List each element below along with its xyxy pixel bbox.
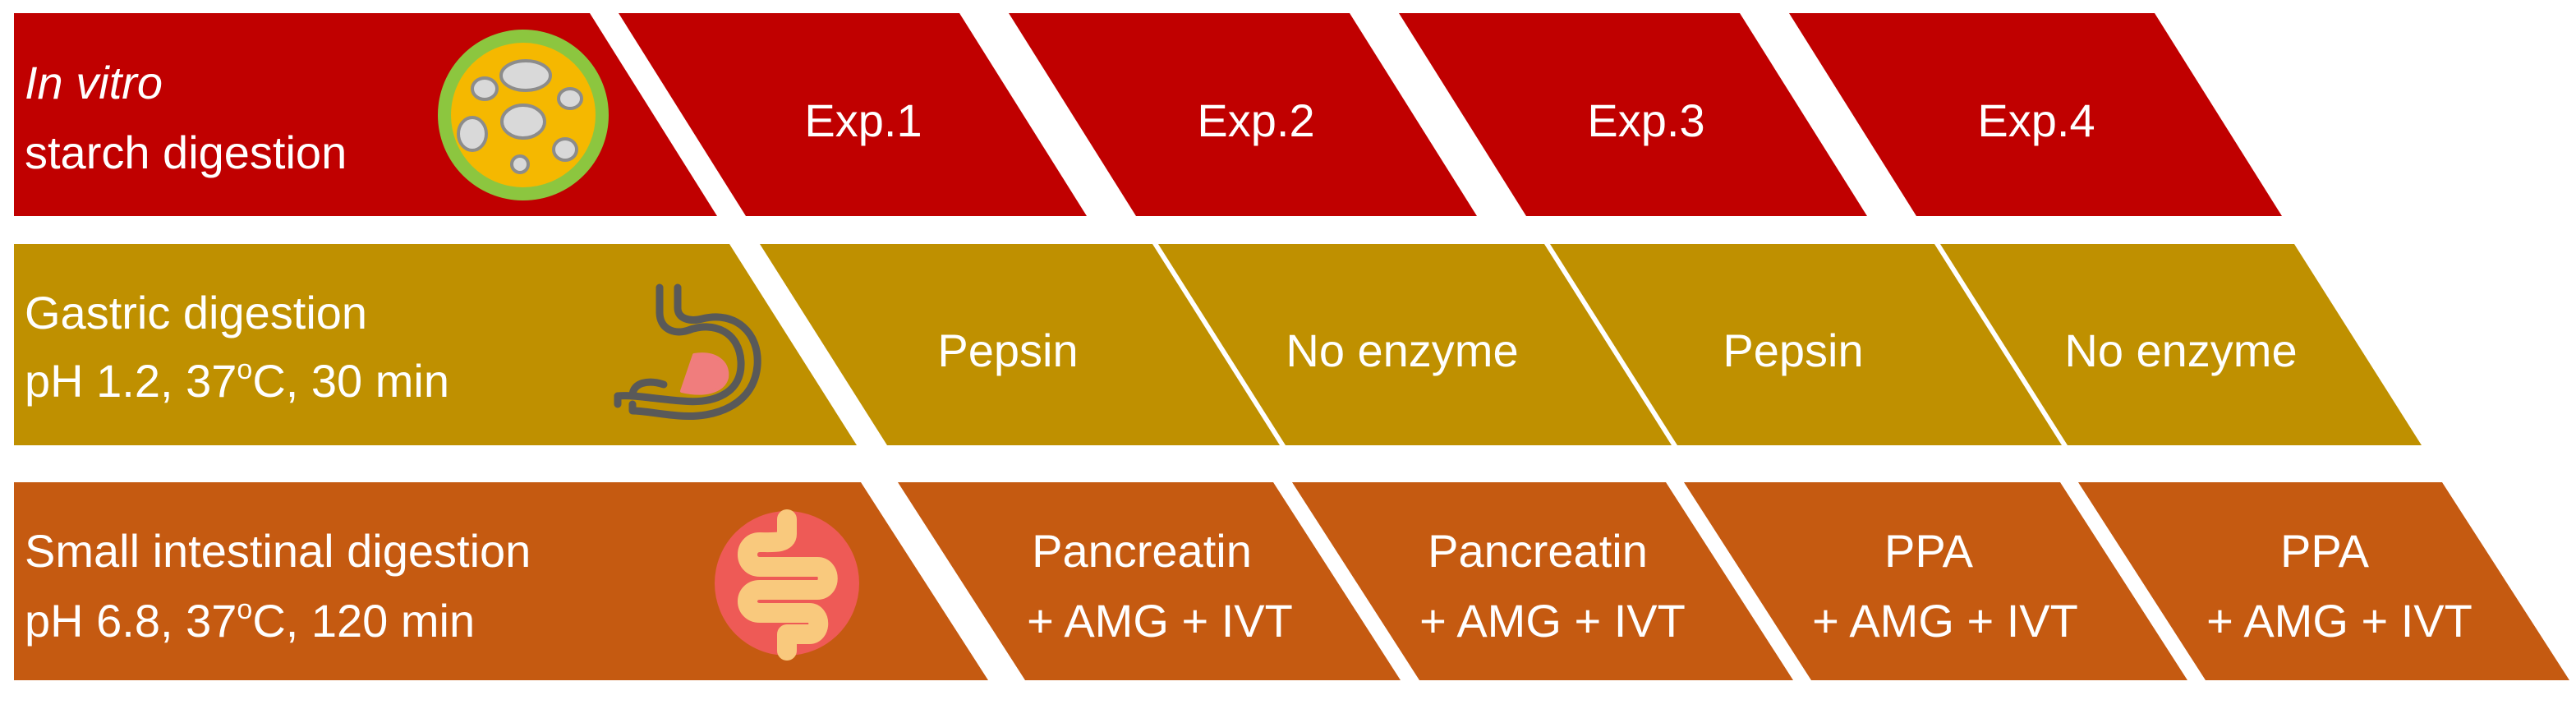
row2-header-tail: C, 30 min bbox=[252, 355, 449, 407]
row1-cell-1-label: Exp.1 bbox=[804, 94, 922, 146]
row1-header-shape bbox=[14, 13, 717, 216]
row2-cell-1-label: Pepsin bbox=[937, 325, 1078, 376]
row3-cell-3 bbox=[1684, 482, 2187, 680]
row-starch-digestion: In vitro starch digestion Exp.1 Exp.2 Ex… bbox=[14, 13, 2282, 216]
row2-header-ph: pH 1.2, 37 bbox=[25, 355, 237, 407]
row1-cell-4-label: Exp.4 bbox=[1977, 94, 2095, 146]
row3-cell-2-line1: Pancreatin bbox=[1428, 525, 1648, 577]
row2-cell-2-label: No enzyme bbox=[1286, 325, 1518, 376]
row3-cell-2 bbox=[1292, 482, 1793, 680]
row2-cell-2 bbox=[1158, 244, 1672, 445]
row-gastric-digestion: Gastric digestion pH 1.2, 37oC, 30 min P… bbox=[14, 244, 2422, 445]
row1-cell-2-label: Exp.2 bbox=[1197, 94, 1314, 146]
row2-cell-3 bbox=[1550, 244, 2062, 445]
row1-cell-1 bbox=[619, 13, 1087, 216]
row3-cell-1 bbox=[898, 482, 1401, 680]
row2-header-degree: o bbox=[237, 354, 252, 385]
row2-header-shape bbox=[14, 244, 857, 445]
row3-cell-4 bbox=[2078, 482, 2569, 680]
row3-cell-4-line1: PPA bbox=[2280, 525, 2370, 577]
row2-header-line2: pH 1.2, 37oC, 30 min bbox=[25, 354, 449, 407]
row3-header-degree: o bbox=[237, 594, 252, 625]
row1-cell-2 bbox=[1009, 13, 1477, 216]
row1-header-line1: In vitro bbox=[25, 57, 163, 108]
row3-header-line2: pH 6.8, 37oC, 120 min bbox=[25, 594, 475, 647]
row1-cell-3 bbox=[1399, 13, 1867, 216]
row3-cell-1-line2: + AMG + IVT bbox=[1027, 595, 1293, 647]
row-small-intestinal-digestion: Small intestinal digestion pH 6.8, 37oC,… bbox=[14, 482, 2569, 680]
row2-cell-1 bbox=[760, 244, 1280, 445]
row3-cell-3-line1: PPA bbox=[1884, 525, 1974, 577]
row3-cell-1-line1: Pancreatin bbox=[1032, 525, 1252, 577]
starch-granule-icon bbox=[438, 30, 609, 200]
small-intestine-icon bbox=[715, 509, 859, 661]
row1-header-line2: starch digestion bbox=[25, 127, 347, 178]
row3-cell-3-line2: + AMG + IVT bbox=[1812, 595, 2078, 647]
row3-cell-4-line2: + AMG + IVT bbox=[2206, 595, 2472, 647]
row2-cell-4 bbox=[1940, 244, 2422, 445]
row3-cell-2-line2: + AMG + IVT bbox=[1419, 595, 1686, 647]
row2-header-line1: Gastric digestion bbox=[25, 287, 367, 338]
row1-cell-3-label: Exp.3 bbox=[1587, 94, 1704, 146]
row1-cell-4 bbox=[1789, 13, 2282, 216]
row2-cell-3-label: Pepsin bbox=[1723, 325, 1863, 376]
row3-header-line1: Small intestinal digestion bbox=[25, 525, 531, 577]
row3-header-tail: C, 120 min bbox=[252, 595, 475, 647]
row3-header-ph: pH 6.8, 37 bbox=[25, 595, 237, 647]
stomach-icon bbox=[614, 283, 761, 421]
row2-cell-4-label: No enzyme bbox=[2064, 325, 2297, 376]
